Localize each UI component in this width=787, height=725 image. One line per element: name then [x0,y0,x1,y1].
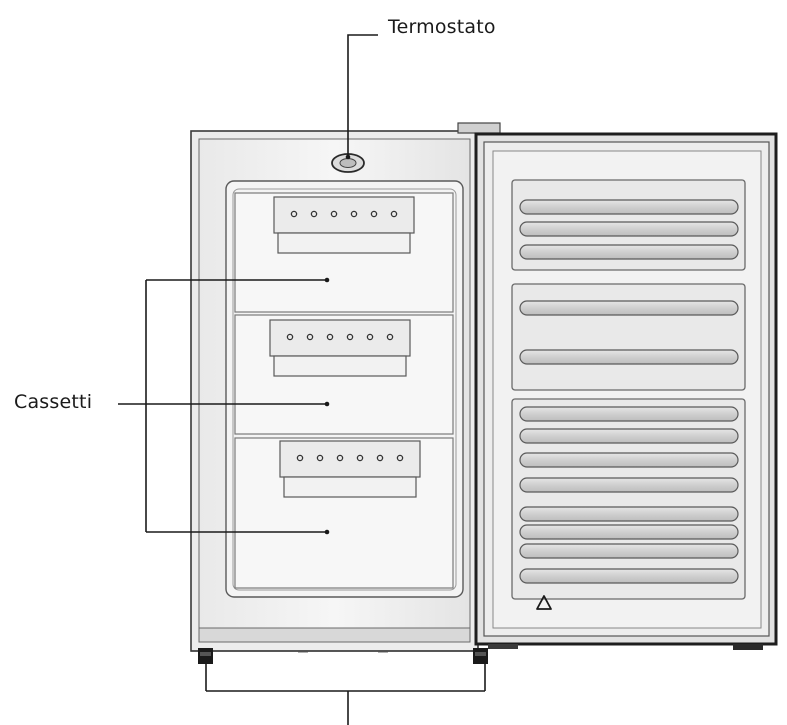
drawers-group [234,192,454,589]
door-rail [519,199,739,215]
door-rail [519,506,739,522]
top-hinge [457,122,501,134]
door-shelf-panel [511,283,746,391]
drawer-handle [279,440,421,498]
door-rail [519,543,739,559]
drawer-vent-dot [336,454,344,462]
drawer-vent-dot [390,210,398,218]
drawer-vent-dot [370,210,378,218]
drawer-vent-dot [296,454,304,462]
door-rail [519,244,739,260]
drawer-vent-dot [396,454,404,462]
drawer-vent-dot [306,333,314,341]
drawers-label: Cassetti [14,391,93,413]
feet-leader [205,664,486,725]
right-foot [473,648,488,664]
door-rail [519,406,739,422]
drawer-vent-dot [330,210,338,218]
door-rails-group [519,199,739,584]
thermostat-knob [331,153,365,173]
thermostat-leader [345,34,378,160]
drawer-vent-dot [386,333,394,341]
left-foot [198,648,213,664]
drawer [234,314,454,435]
drawer-vent-dot [376,454,384,462]
drawer-vent-dot [286,333,294,341]
door-rail [519,524,739,540]
thermostat-label: Termostato [388,16,496,38]
drawer-vent-dot [356,454,364,462]
door-foot [488,644,763,650]
drawer-handle [273,196,415,254]
drawer-vent-dot [316,454,324,462]
drawer-vent-dot [326,333,334,341]
door-rail [519,221,739,237]
drawer-vent-dot [346,333,354,341]
drawer-vent-dot [350,210,358,218]
door-rail [519,300,739,316]
drawer-vent-dot [310,210,318,218]
drawer [234,192,454,313]
door-rail [519,428,739,444]
door-rail [519,477,739,493]
door-rail [519,349,739,365]
door-rail [519,568,739,584]
door-rail [519,452,739,468]
drawers-leader [118,277,330,535]
warning-triangle-icon [536,595,552,610]
drawer-vent-dot [290,210,298,218]
drawer-vent-dot [366,333,374,341]
drawer-handle [269,319,411,377]
drawer [234,437,454,589]
